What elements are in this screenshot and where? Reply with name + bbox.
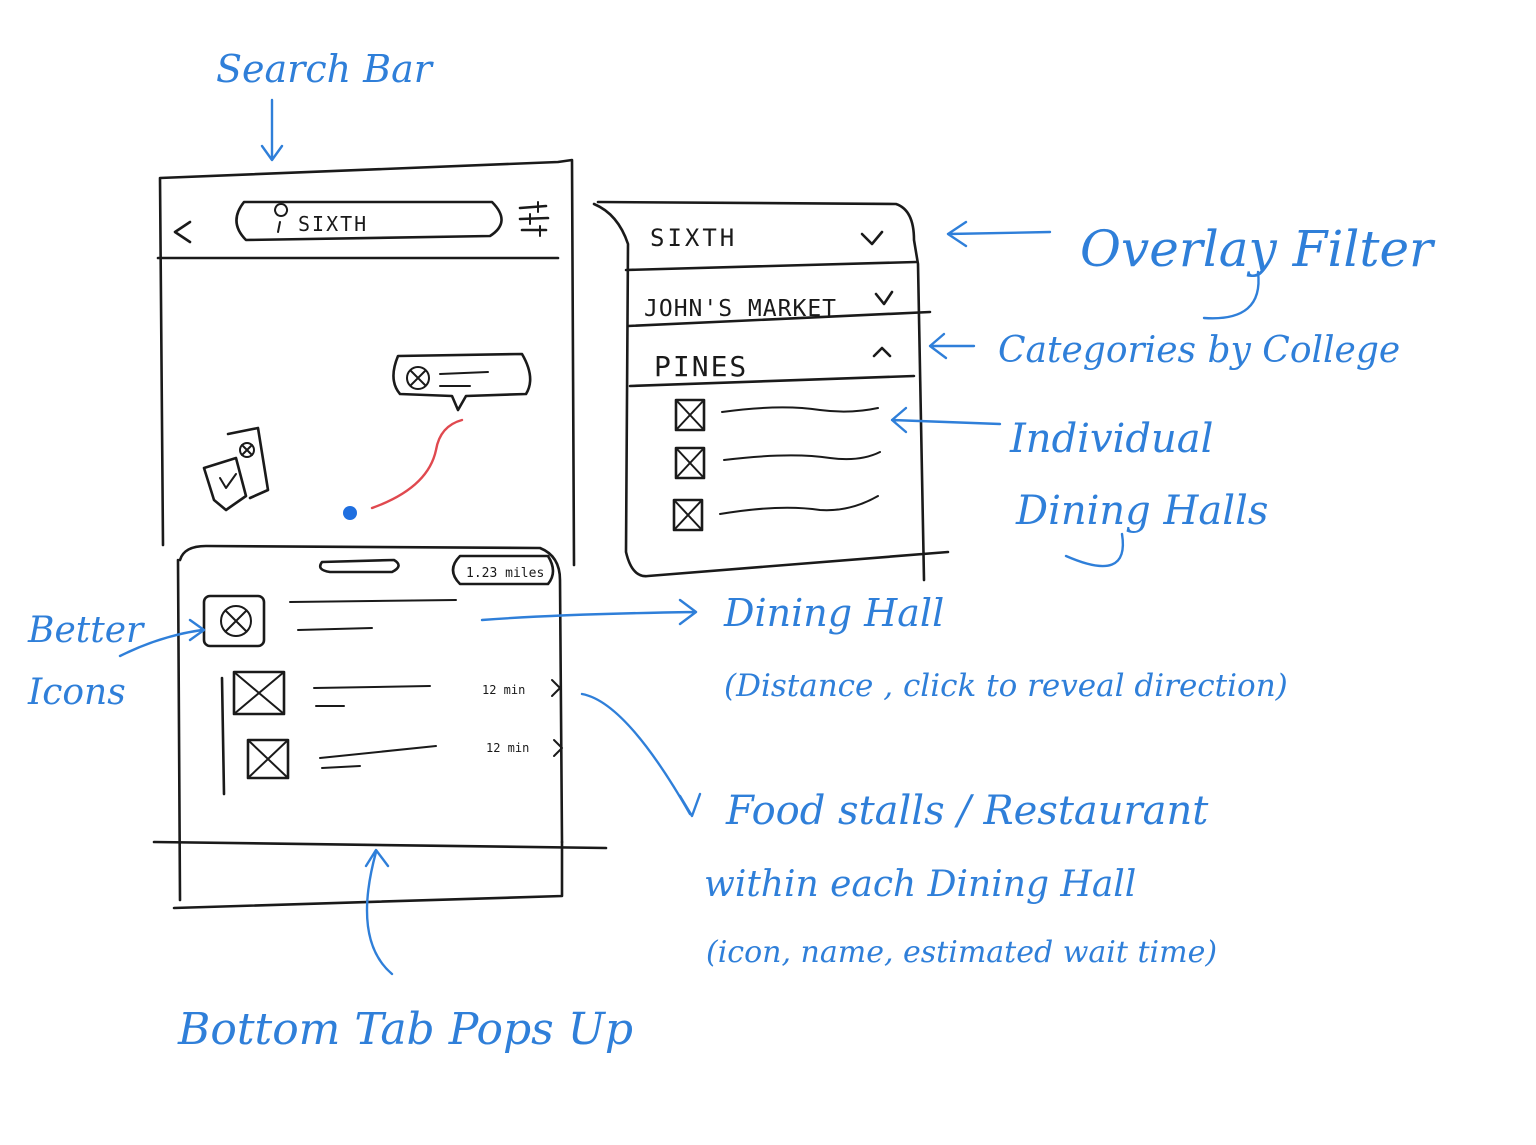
destination-callout[interactable] xyxy=(392,352,532,412)
bottom-sheet[interactable]: 1.23 miles 12 min 12 xyxy=(176,544,564,902)
stall-wait-time: 12 min xyxy=(482,683,525,697)
stall-row[interactable]: 12 min xyxy=(232,670,561,716)
category-pines[interactable]: PINES xyxy=(654,346,892,383)
arrow xyxy=(364,848,394,976)
arrow xyxy=(480,598,698,626)
annotation-bottom-tab: Bottom Tab Pops Up xyxy=(177,1004,633,1055)
map-pin-icon xyxy=(274,203,289,233)
annotation-better-icons-2: Icons xyxy=(27,672,126,713)
overlay-filter[interactable]: SIXTH JOHN'S MARKET PINES xyxy=(592,200,950,582)
dining-hall-name-placeholder xyxy=(289,599,457,631)
current-location-dot xyxy=(343,506,357,520)
stall-wait-time: 12 min xyxy=(486,741,529,755)
annotation-food-stalls-3: (icon, name, estimated wait time) xyxy=(706,935,1217,970)
svg-text:PINES: PINES xyxy=(654,350,748,383)
arrow xyxy=(580,692,702,818)
arrow xyxy=(260,98,284,162)
annotation-food-stalls-2: within each Dining Hall xyxy=(704,864,1136,905)
annotations: Search Bar Overlay Filter Categories by … xyxy=(27,47,1436,1055)
search-input[interactable]: SIXTH xyxy=(298,212,368,236)
stacked-markers[interactable] xyxy=(202,426,270,512)
annotation-individual-dining-halls-1: Individual xyxy=(1009,416,1213,462)
category-johns-market[interactable]: JOHN'S MARKET xyxy=(644,290,894,322)
distance-badge: 1.23 miles xyxy=(451,554,555,586)
chevron-up-icon xyxy=(872,346,892,358)
annotation-food-stalls-1: Food stalls / Restaurant xyxy=(725,788,1209,834)
sheet-handle[interactable] xyxy=(318,558,400,574)
stall-icon xyxy=(246,738,290,780)
back-icon[interactable] xyxy=(173,220,192,244)
annotation-overlay-filter: Overlay Filter xyxy=(1080,220,1436,278)
chevron-down-icon xyxy=(860,230,884,246)
phone-wireframe: SIXTH xyxy=(152,158,608,910)
svg-text:SIXTH: SIXTH xyxy=(650,224,737,252)
dining-hall-checkbox[interactable] xyxy=(674,398,879,432)
dining-icon xyxy=(406,366,430,390)
stall-row[interactable]: 12 min xyxy=(246,738,563,780)
sliders-icon[interactable] xyxy=(518,201,550,237)
dining-hall-checkbox[interactable] xyxy=(674,446,881,480)
bottom-tab-bar[interactable] xyxy=(152,840,608,910)
annotation-dining-hall-note: (Distance , click to reveal direction) xyxy=(724,668,1288,704)
arrow xyxy=(118,618,206,658)
stall-icon xyxy=(232,670,286,716)
chevron-down-icon xyxy=(874,290,894,306)
svg-text:1.23 miles: 1.23 miles xyxy=(466,566,544,581)
phone-frame xyxy=(156,158,576,567)
stall-list-indent xyxy=(220,676,226,796)
annotation-individual-dining-halls-2: Dining Halls xyxy=(1015,488,1268,534)
dining-hall-row[interactable] xyxy=(202,594,457,648)
dining-hall-checkbox[interactable] xyxy=(672,495,879,532)
route-line xyxy=(370,418,464,510)
annotation-categories-by-college: Categories by College xyxy=(998,330,1400,371)
annotation-search-bar: Search Bar xyxy=(216,47,435,91)
arrow xyxy=(928,332,976,360)
overlay-frame xyxy=(592,200,950,582)
arrow xyxy=(890,406,1002,434)
dining-hall-list xyxy=(672,398,881,532)
college-dropdown[interactable]: SIXTH xyxy=(650,224,884,252)
annotation-better-icons-1: Better xyxy=(27,610,145,651)
dining-hall-icon xyxy=(202,594,266,648)
annotation-dining-hall: Dining Hall xyxy=(723,591,944,635)
search-bar[interactable]: SIXTH xyxy=(235,200,503,242)
map-area xyxy=(202,352,532,520)
arrow xyxy=(946,220,1052,248)
